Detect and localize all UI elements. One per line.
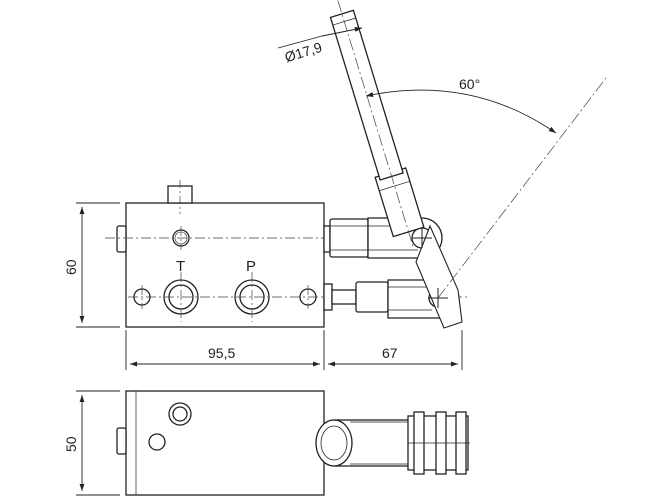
lower-spool-collar [323, 283, 333, 311]
upper-spool-collar [323, 225, 331, 253]
length-lever-label: 67 [382, 345, 398, 361]
left-boss [116, 225, 127, 253]
port-t-label: T [176, 258, 185, 275]
top-view [116, 390, 470, 496]
angle-construction-line [437, 77, 607, 299]
lever-handle [329, 0, 425, 250]
height-front-label: 60 [63, 259, 79, 275]
upper-spool-body [329, 218, 369, 258]
lower-spool-body [355, 281, 389, 313]
height-dimension-top [76, 390, 120, 496]
front-view [105, 0, 607, 329]
top-handle-end [315, 419, 353, 467]
height-top-label: 50 [63, 436, 79, 452]
length-dimensions [125, 330, 463, 370]
angle-arc [365, 89, 557, 134]
length-body-label: 95,5 [208, 345, 235, 361]
top-port-large [168, 402, 192, 426]
angle-label: 60° [459, 76, 480, 92]
diameter-label: Ø17,9 [283, 39, 324, 66]
valve-body-front [125, 202, 325, 328]
top-left-boss [116, 427, 127, 455]
height-dimension-front [76, 202, 120, 328]
valve-body-top [125, 390, 325, 496]
link-plate [415, 224, 463, 329]
lower-spool-stem [331, 289, 357, 305]
port-p-label: P [246, 258, 256, 275]
diameter-dimension [277, 26, 363, 49]
top-port-small [148, 433, 166, 451]
